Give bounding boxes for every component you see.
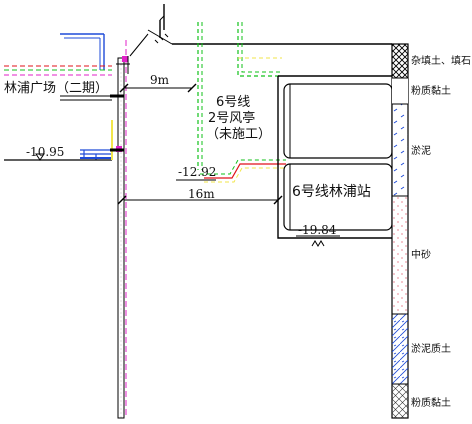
distance-16m: 16m — [188, 187, 215, 201]
distance-9m: 9m — [150, 73, 170, 87]
soil-label-silty-soil: 淤泥质土 — [411, 342, 451, 355]
line6-label: 6号线 — [216, 95, 250, 110]
elevation-markers — [30, 153, 340, 237]
ground-line — [129, 4, 392, 57]
plaza-structure — [4, 33, 112, 161]
station-box — [277, 75, 393, 247]
diaphragm-wall — [110, 40, 130, 419]
not-built-label: （未施工） — [206, 127, 271, 142]
vent-label: 2号风亭 — [208, 110, 255, 126]
plaza-label: 林浦广场（二期） — [4, 81, 108, 96]
vent-structure — [197, 22, 286, 183]
soil-column — [391, 43, 409, 419]
soil-label-silt: 淤泥 — [411, 144, 431, 157]
soil-label-fill: 杂填土、填石 — [411, 54, 471, 67]
soil-label-silty-clay-top: 粉质黏土 — [411, 84, 451, 97]
elev-station-label: -19.84 — [298, 223, 337, 237]
soil-label-silty-clay-bottom: 粉质黏土 — [411, 396, 451, 409]
elev-left-label: -10.95 — [26, 145, 64, 159]
elev-vent-label: -12.92 — [178, 165, 216, 179]
station-label: 6号线林浦站 — [292, 184, 371, 200]
soil-label-medium-sand: 中砂 — [411, 248, 431, 261]
dimension-lines — [117, 83, 283, 205]
